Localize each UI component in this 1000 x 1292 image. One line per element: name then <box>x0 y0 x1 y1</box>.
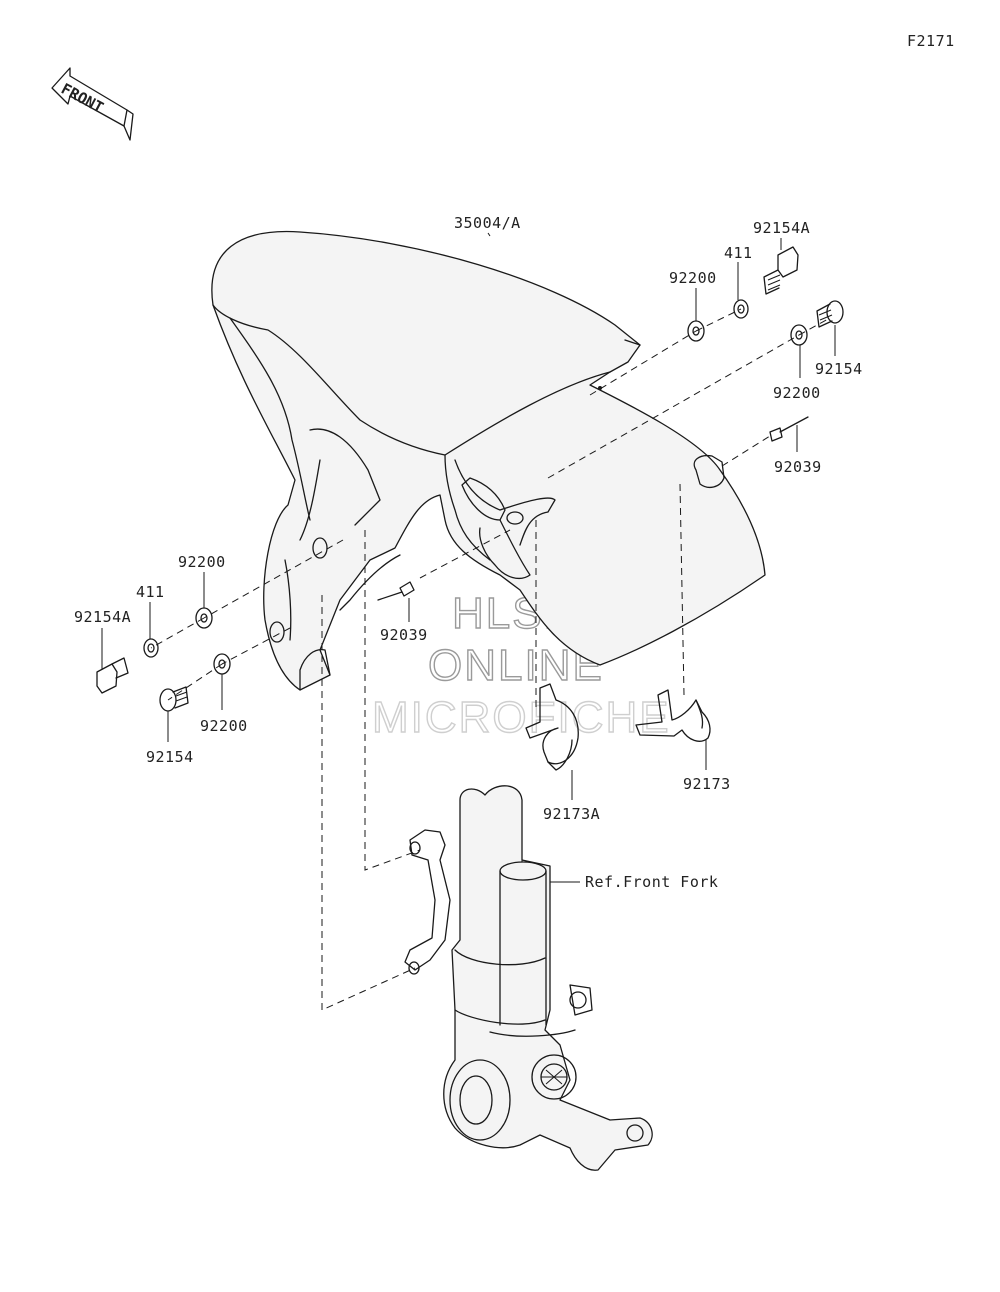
front-fender <box>211 230 766 691</box>
clamp-92173-icon <box>635 689 711 742</box>
bolt-right-icon <box>816 300 844 328</box>
stud-right-icon <box>763 246 799 295</box>
label-92200-left-top: 92200 <box>178 553 226 571</box>
rivet-right-icon <box>769 416 809 442</box>
label-92173A: 92173A <box>543 805 600 823</box>
diagram-code: F2171 <box>907 32 955 50</box>
label-92154A-left: 92154A <box>74 608 131 626</box>
installation-lines <box>150 308 831 1011</box>
front-fork-reference <box>404 785 653 1171</box>
label-92200-left-bottom: 92200 <box>200 717 248 735</box>
washer-92200-right-bottom-icon <box>790 324 808 346</box>
bolt-left-icon <box>159 686 189 712</box>
stud-left-icon <box>96 657 129 694</box>
label-35004A: 35004/A <box>454 214 521 232</box>
label-411-left: 411 <box>136 583 165 601</box>
washer-411-right-icon <box>733 299 749 319</box>
label-411-right: 411 <box>724 244 753 262</box>
front-arrow-label: FRONT <box>58 80 106 117</box>
label-92200-right-bottom: 92200 <box>773 384 821 402</box>
rivet-center-icon <box>377 581 415 601</box>
watermark-line3: MICROFICHE <box>372 693 671 742</box>
label-ref-front-fork: Ref.Front Fork <box>585 873 718 891</box>
label-92154A-right: 92154A <box>753 219 810 237</box>
label-92039-center: 92039 <box>380 626 428 644</box>
leader-lines <box>101 232 836 883</box>
label-92173: 92173 <box>683 775 731 793</box>
washer-411-left-icon <box>143 638 159 658</box>
label-92154-left: 92154 <box>146 748 194 766</box>
clamp-92173A-icon <box>525 683 579 771</box>
front-arrow-icon: FRONT <box>51 67 134 141</box>
label-92154-right: 92154 <box>815 360 863 378</box>
label-92039-right: 92039 <box>774 458 822 476</box>
part-labels: 35004/A 92154A 411 92200 92154 92200 920… <box>74 214 863 891</box>
label-92200-right-top: 92200 <box>669 269 717 287</box>
